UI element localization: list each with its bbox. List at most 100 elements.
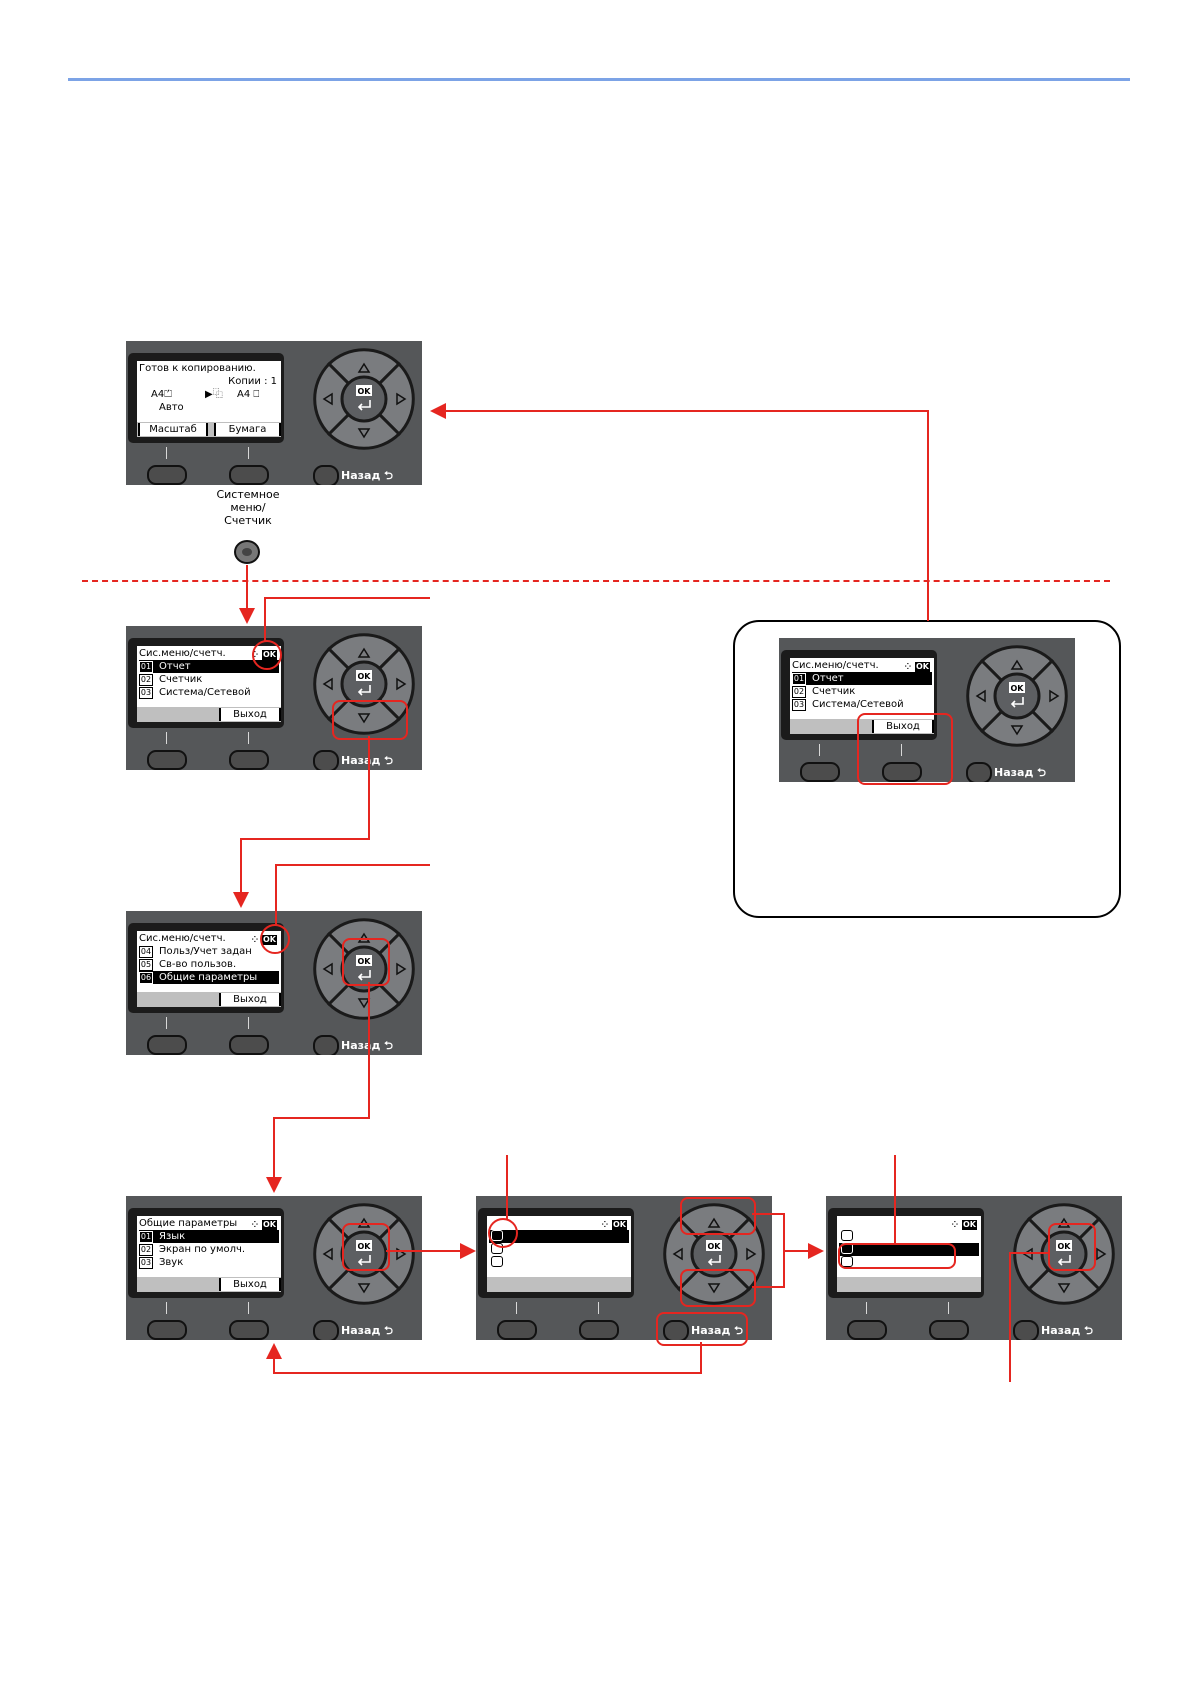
bracket-line (752, 1286, 784, 1288)
option-item[interactable] (839, 1230, 979, 1243)
menu-item[interactable]: 02 Экран по умолч. (139, 1243, 279, 1256)
softkey-tick (819, 744, 820, 756)
right-select-key[interactable] (229, 750, 269, 770)
item-label: Экран по умолч. (159, 1244, 246, 1255)
softkey-tick (248, 732, 249, 744)
right-select-key[interactable] (229, 1320, 269, 1340)
left-select-key[interactable] (497, 1320, 537, 1340)
back-key[interactable] (966, 762, 992, 782)
back-key[interactable] (663, 1320, 689, 1340)
left-select-key[interactable] (147, 465, 187, 485)
softkey-exit[interactable]: Выход (872, 720, 934, 733)
softkey-exit[interactable]: Выход (219, 993, 281, 1006)
paper-size: A4 ⎕ (237, 389, 260, 400)
label-line: меню/ (230, 501, 266, 514)
system-menu-counter-key[interactable] (234, 540, 260, 564)
menu-title: Сис.меню/счетч. (139, 648, 226, 659)
radio-icon (841, 1230, 853, 1241)
lcd-frame: Готов к копированию. Копии : 1 A4⏍ ▶⿻ A4… (128, 353, 284, 443)
sort-icon: ▶⿻ (205, 389, 223, 400)
ok-badge: OK (612, 1220, 627, 1230)
item-number: 03 (792, 699, 806, 711)
ok-badge: OK (915, 662, 930, 672)
flow-arrow (233, 892, 249, 908)
left-select-key[interactable] (800, 762, 840, 782)
softkey-tick (166, 1302, 167, 1314)
right-select-key[interactable] (929, 1320, 969, 1340)
original-size: A4⏍ (151, 389, 172, 400)
callout-leader (894, 1155, 896, 1244)
highlight-ok-key (342, 1223, 390, 1271)
softkey-tick (166, 1017, 167, 1029)
arrow-keypad[interactable] (312, 347, 416, 451)
callout-leader (264, 597, 266, 641)
softkey-bar (487, 1277, 631, 1292)
back-label: Назад ⮌ (691, 1324, 743, 1337)
callout-leader (506, 1155, 508, 1219)
highlight-down-key (332, 700, 408, 740)
arrow-keypad[interactable] (965, 644, 1069, 748)
item-number: 01 (139, 1231, 153, 1243)
back-label: Назад ⮌ (341, 469, 393, 482)
nav-ok-indicator: ⁘ OK (601, 1220, 627, 1230)
callout-leader (264, 597, 430, 599)
back-key[interactable] (313, 750, 339, 770)
flow-arrow (266, 1177, 282, 1193)
softkey-zoom[interactable]: Масштаб (138, 423, 208, 436)
softkey-tick (166, 447, 167, 459)
softkey-tick (866, 1302, 867, 1314)
item-label: Счетчик (812, 686, 856, 697)
left-select-key[interactable] (147, 1320, 187, 1340)
right-select-key[interactable] (229, 465, 269, 485)
flow-line (368, 982, 370, 1119)
item-label: Счетчик (159, 674, 203, 685)
option-item[interactable] (489, 1256, 629, 1269)
softkey-paper[interactable]: Бумага (214, 423, 281, 436)
right-select-key[interactable] (229, 1035, 269, 1055)
item-number: 02 (139, 1244, 153, 1256)
back-key[interactable] (313, 1035, 339, 1055)
softkey-tick (166, 732, 167, 744)
highlight-back-key (656, 1312, 748, 1346)
menu-item[interactable]: 03 Система/Сетевой (792, 698, 932, 711)
right-select-key[interactable] (579, 1320, 619, 1340)
highlight-ok-key (342, 938, 390, 986)
left-select-key[interactable] (847, 1320, 887, 1340)
item-label: Система/Сетевой (812, 699, 904, 710)
back-flow-line (700, 1342, 702, 1374)
left-select-key[interactable] (147, 1035, 187, 1055)
back-key[interactable] (313, 1320, 339, 1340)
softkey-tick (516, 1302, 517, 1314)
item-number: 04 (139, 946, 153, 958)
zoom-mode: Авто (159, 402, 184, 413)
menu-title: Общие параметры (139, 1218, 238, 1229)
back-key[interactable] (313, 465, 339, 485)
softkey-bar: Выход (137, 1277, 281, 1292)
callout-leader (1009, 1252, 1049, 1254)
lcd-screen: ⁘ OK (837, 1216, 981, 1292)
back-key[interactable] (1013, 1320, 1039, 1340)
left-select-key[interactable] (147, 750, 187, 770)
back-label: Назад ⮌ (341, 754, 393, 767)
highlight-ok-key (1048, 1223, 1096, 1271)
item-number: 06 (139, 972, 153, 984)
flow-line (246, 565, 248, 610)
item-number: 01 (139, 661, 153, 673)
softkey-exit[interactable]: Выход (219, 708, 281, 721)
lcd-screen: Готов к копированию. Копии : 1 A4⏍ ▶⿻ A4… (137, 361, 281, 437)
radio-icon (491, 1256, 503, 1267)
softkey-exit[interactable]: Выход (219, 1278, 281, 1291)
right-select-key[interactable] (882, 762, 922, 782)
